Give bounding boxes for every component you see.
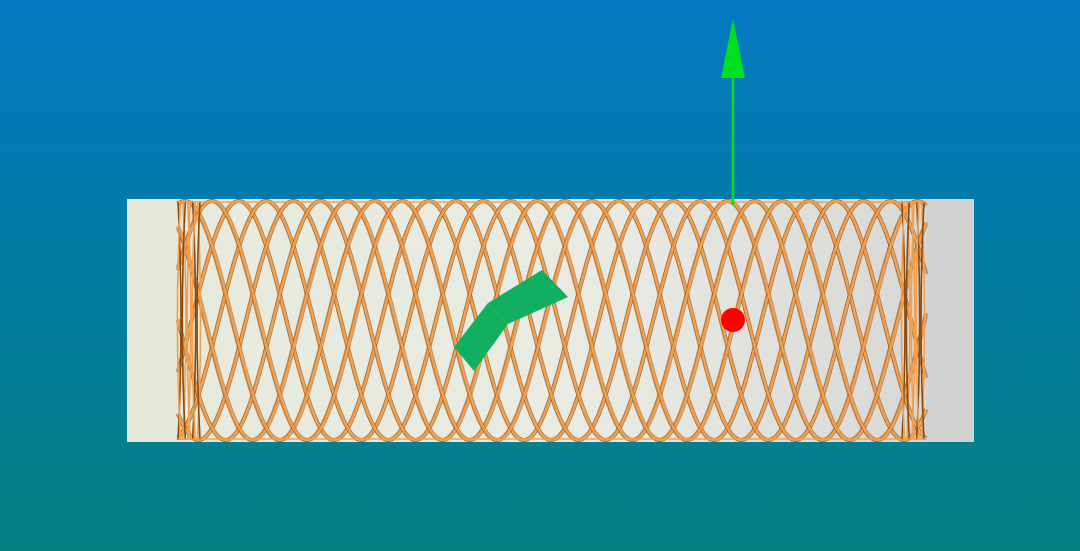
cylinder-left-end xyxy=(127,199,177,442)
coil-end-turn xyxy=(910,200,916,441)
coil-end-turn xyxy=(196,200,201,441)
coil-end-turn xyxy=(181,200,187,441)
coil-strand xyxy=(177,199,928,442)
coil-end-turn xyxy=(900,200,906,441)
probe-upper-wing xyxy=(488,270,568,324)
cylinder-right-end xyxy=(926,199,974,442)
coil-end-turn xyxy=(186,200,192,441)
probe-lower-wing xyxy=(454,303,508,371)
axis-arrow-head xyxy=(721,19,745,78)
probe-icon[interactable] xyxy=(454,270,568,371)
axis-arrow-icon[interactable] xyxy=(721,19,745,205)
coil-end-turn xyxy=(905,200,911,441)
helical-coil-winding[interactable] xyxy=(176,199,928,442)
coil-end-turn xyxy=(176,200,182,441)
coil-strand xyxy=(176,199,928,442)
coil-end-turn xyxy=(920,200,925,441)
position-marker[interactable] xyxy=(721,308,745,332)
coil-end-turn xyxy=(915,200,920,441)
coil-end-turn xyxy=(191,200,196,441)
